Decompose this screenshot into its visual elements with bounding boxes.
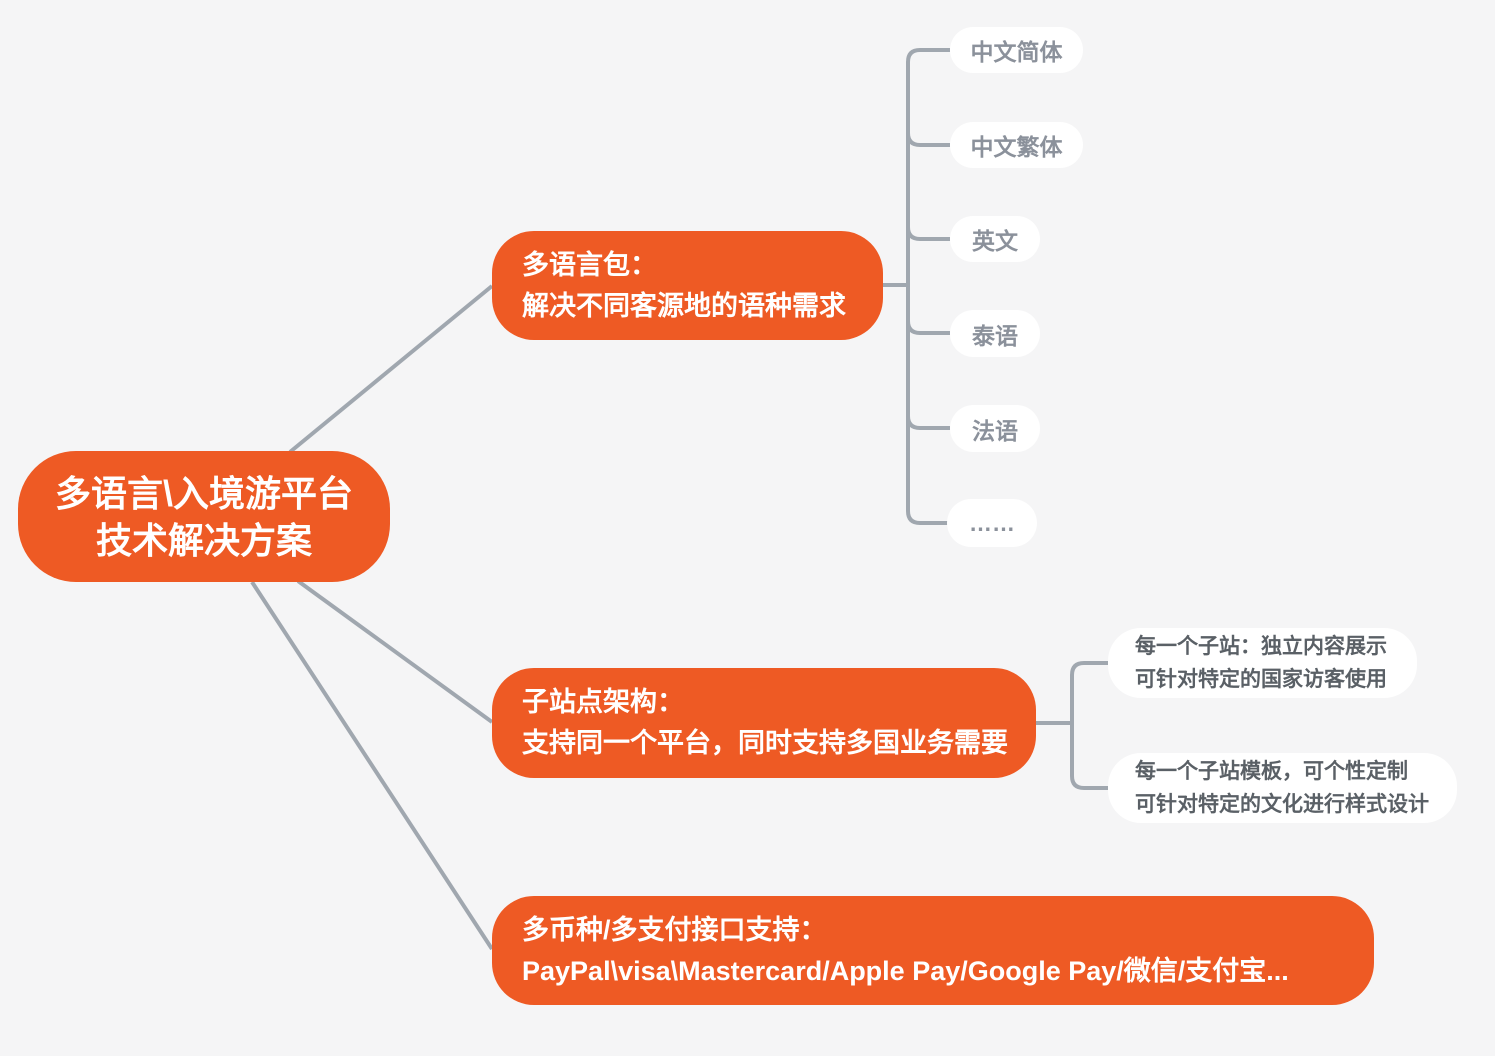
edge-branch1-leaf3 [906,226,950,241]
child-subsite-template-line2: 可针对特定的文化进行样式设计 [1135,793,1429,816]
child-subsite-content-line2: 可针对特定的国家访客使用 [1135,668,1387,691]
branch-language-pack-desc: 解决不同客源地的语种需求 [522,290,846,321]
leaf-node-ellipsis[interactable]: …… [947,499,1037,547]
root-node-line1: 多语言\入境游平台 [54,472,353,514]
branch-payment-desc: PayPal\visa\Mastercard/Apple Pay/Google … [522,955,1289,986]
root-node-line2: 技术解决方案 [95,519,312,561]
branch-subsite-desc: 支持同一个平台，同时支持多国业务需要 [522,728,1008,758]
leaf-node-thai[interactable]: 泰语 [950,310,1040,357]
child-subsite-content-line1: 每一个子站：独立内容展示 [1135,635,1387,658]
leaf-node-french[interactable]: 法语 [950,405,1040,452]
child-node-subsite-template[interactable]: 每一个子站模板，可个性定制 可针对特定的文化进行样式设计 [1108,753,1457,823]
branch-node-subsite-architecture[interactable]: 子站点架构： 支持同一个平台，同时支持多国业务需要 [492,668,1036,778]
branch-node-payment-support[interactable]: 多币种/多支付接口支持： PayPal\visa\Mastercard/Appl… [492,896,1374,1005]
leaf-node-english[interactable]: 英文 [950,216,1040,262]
child-subsite-template-line1: 每一个子站模板，可个性定制 [1135,760,1408,783]
edge-branch1-leaf5 [906,415,950,430]
edge-branch2-children [1070,661,1108,790]
leaf-node-traditional-chinese[interactable]: 中文繁体 [950,122,1083,168]
branch-subsite-title: 子站点架构： [522,687,684,717]
branch-payment-title: 多币种/多支付接口支持： [522,914,827,945]
edge-branch1-leaf4 [906,320,950,335]
root-node[interactable]: 多语言\入境游平台 技术解决方案 [18,451,390,582]
edge-root-to-branch1 [288,284,494,454]
edge-branch1-trunk [906,48,950,525]
branch-language-pack-title: 多语言包： [522,249,657,280]
branch-node-language-pack[interactable]: 多语言包： 解决不同客源地的语种需求 [492,231,883,340]
edge-branch1-leaf2 [906,132,950,147]
edge-root-to-branch3 [250,580,494,951]
leaf-node-simplified-chinese[interactable]: 中文简体 [950,27,1083,73]
edge-root-to-branch2 [296,579,494,724]
child-node-subsite-content[interactable]: 每一个子站：独立内容展示 可针对特定的国家访客使用 [1108,628,1417,698]
